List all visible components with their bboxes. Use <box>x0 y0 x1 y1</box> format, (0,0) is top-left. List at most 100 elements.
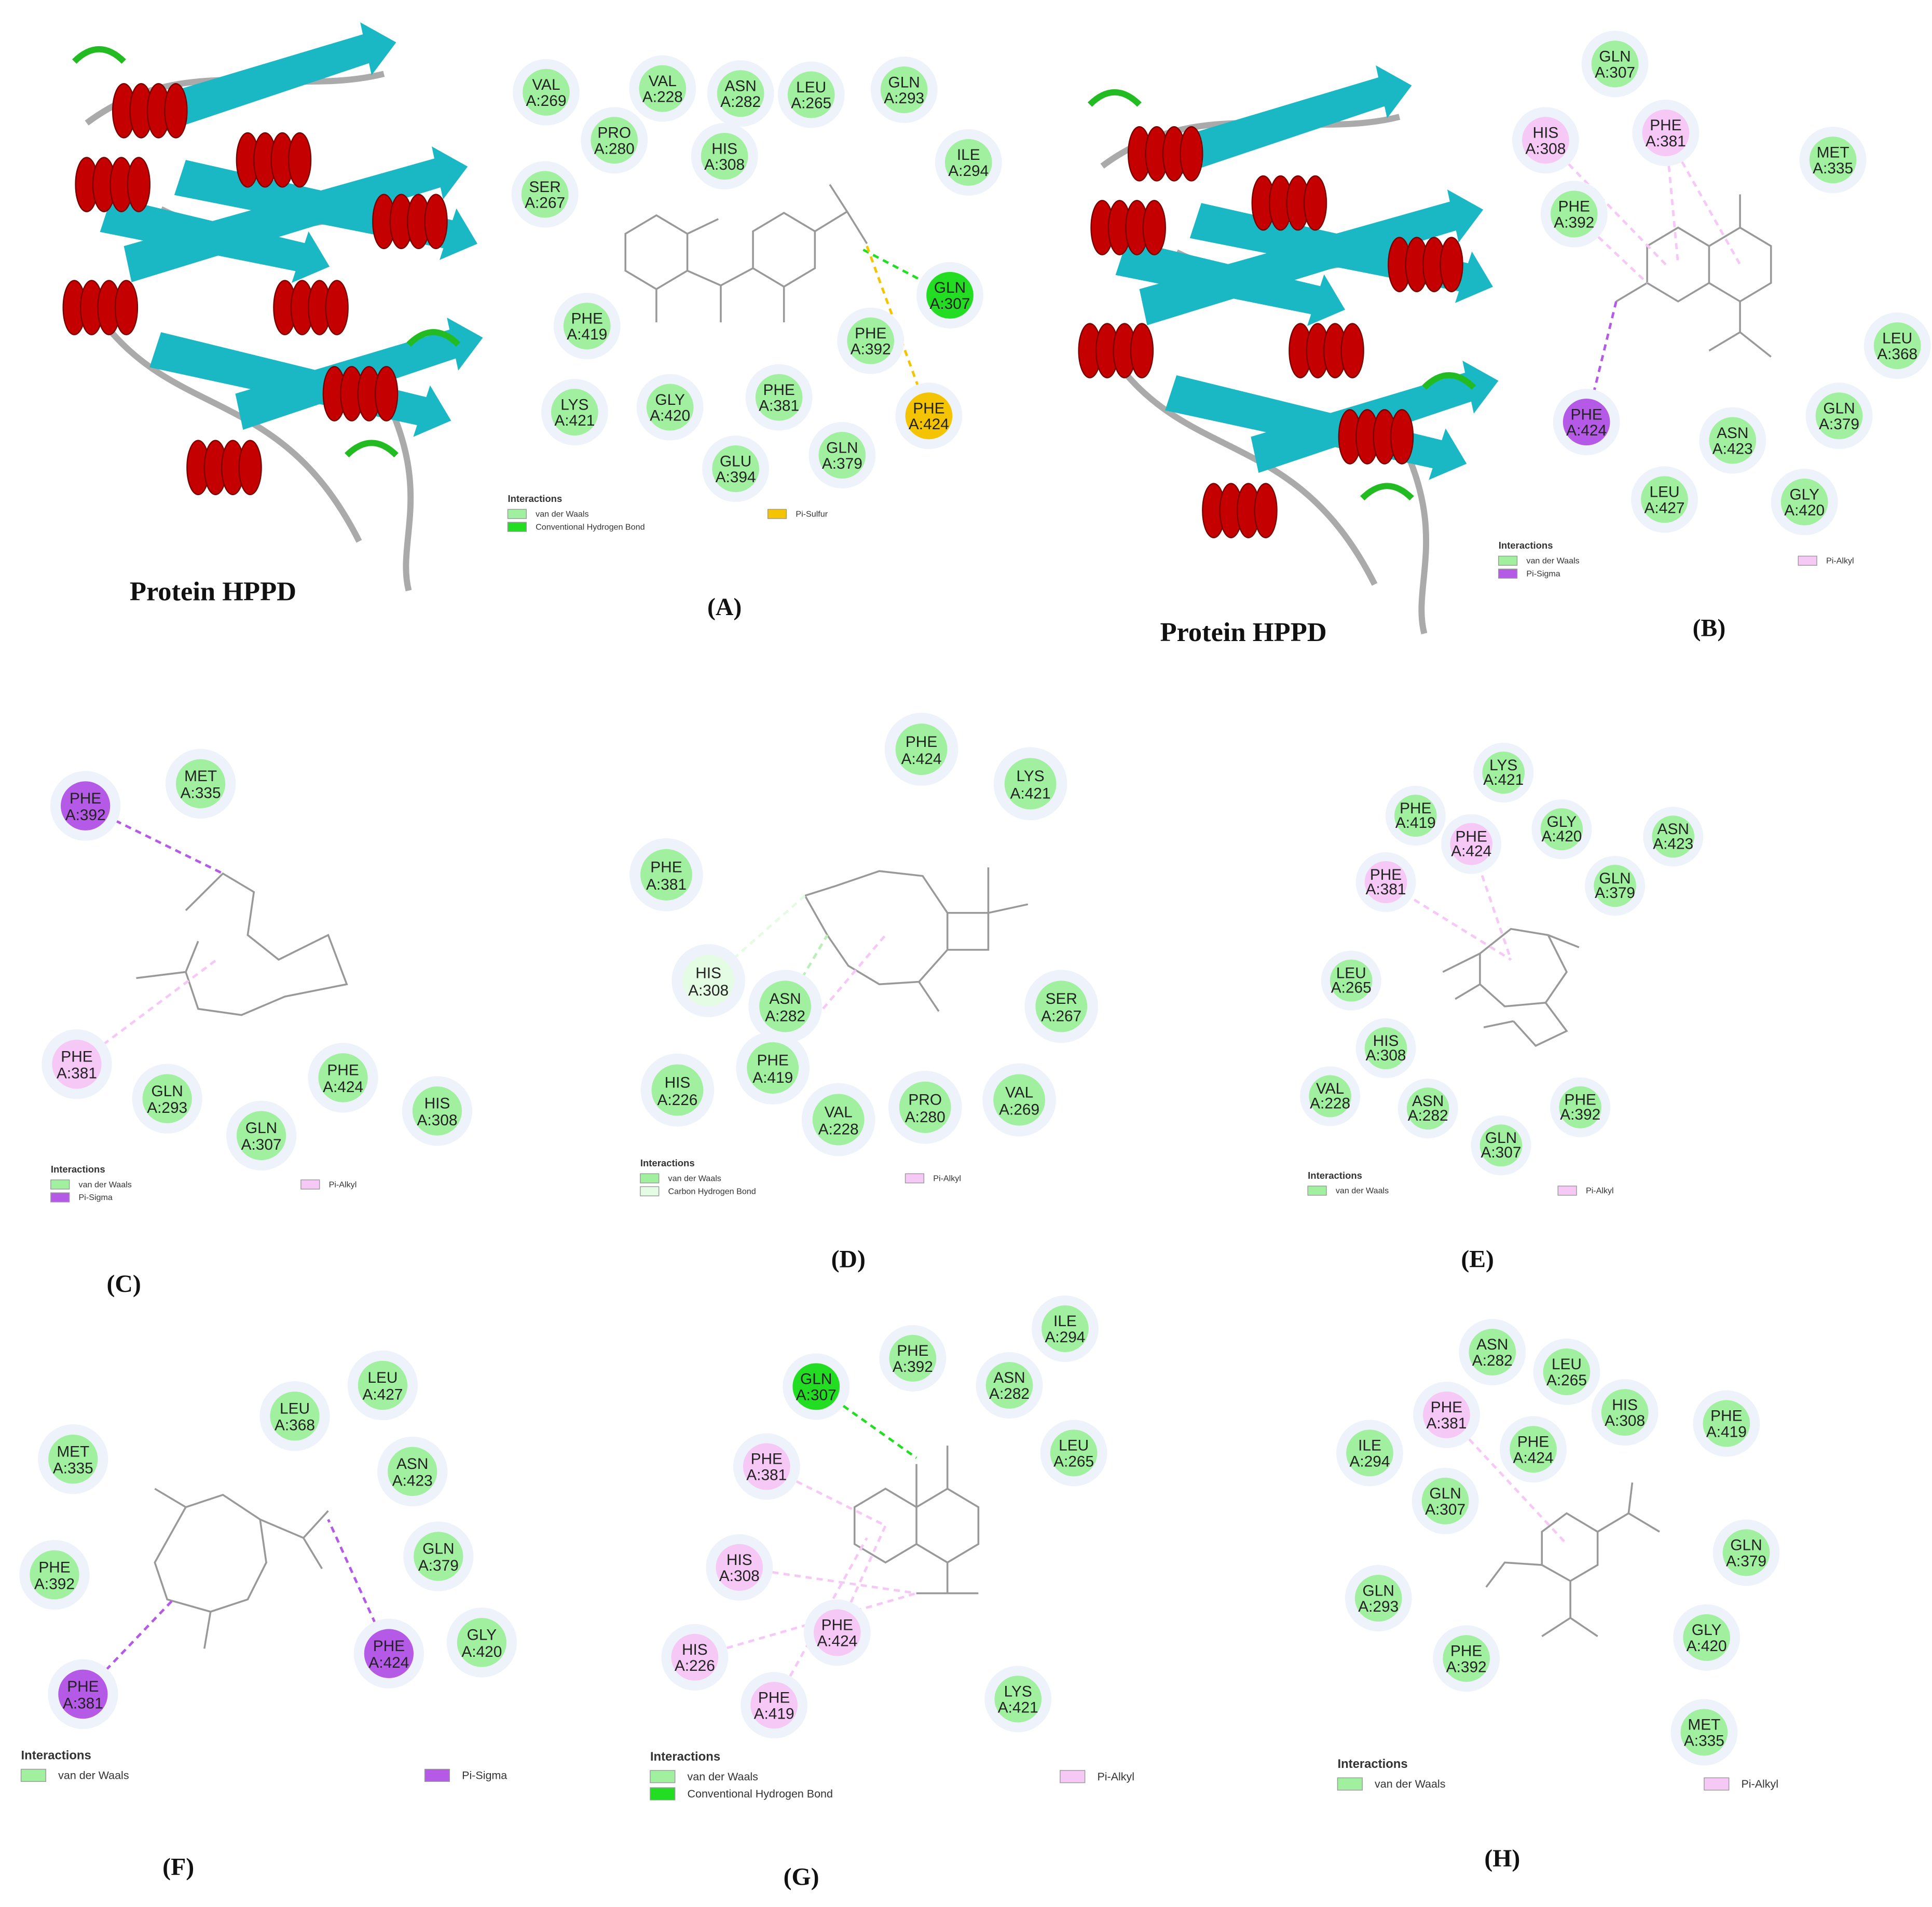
residue-name: ASN <box>1717 425 1748 442</box>
residue-circle <box>1406 1087 1449 1130</box>
legend-label: Pi-Alkyl <box>329 1180 357 1189</box>
residue-id: A:421 <box>1483 771 1524 788</box>
legend-label: Pi-Sigma <box>1526 569 1560 579</box>
residue-name: GLN <box>800 1371 832 1388</box>
ligand-skeleton-1 <box>624 184 868 323</box>
residue-id: A:335 <box>53 1460 93 1477</box>
residue-id: A:307 <box>241 1136 282 1153</box>
residue-name: PHE <box>650 859 682 876</box>
residue-circle <box>1683 1614 1730 1661</box>
legend-swatch-pialkyl <box>1704 1777 1730 1791</box>
residue-circle <box>1873 322 1921 370</box>
residue-name: GLY <box>1789 486 1819 503</box>
legend-swatch-vdw <box>1337 1777 1363 1791</box>
residue-name: VAL <box>649 73 677 90</box>
legend-swatch-cb <box>640 1186 660 1196</box>
legend-label: van der Waals <box>536 510 588 519</box>
residue-id: A:307 <box>796 1387 837 1404</box>
residue-name: VAL <box>532 76 560 93</box>
residue-name: ASN <box>1412 1093 1444 1110</box>
residue-name: PHE <box>1456 828 1487 845</box>
coil <box>109 330 362 543</box>
residue-id: A:424 <box>901 751 942 768</box>
beta-sheet <box>148 22 396 135</box>
residue-id: A:392 <box>65 807 106 824</box>
residue-circle <box>1450 823 1493 865</box>
residue-id: A:420 <box>1687 1638 1727 1655</box>
alpha-helix <box>374 366 399 421</box>
protein-caption-1: Protein HPPD <box>130 577 296 607</box>
residue-circle <box>743 1443 790 1490</box>
residue-id: A:419 <box>754 1705 794 1722</box>
residue-circle <box>58 1669 108 1719</box>
residue-circle <box>1703 1400 1750 1447</box>
residue-name: GLN <box>1363 1582 1394 1599</box>
alpha-helix <box>114 280 139 335</box>
residue-id: A:379 <box>1819 416 1859 433</box>
residue-name: LEU <box>1552 1356 1582 1373</box>
residue-id: A:421 <box>998 1699 1038 1717</box>
residue-circle <box>750 1682 798 1729</box>
residue-name: PHE <box>897 1342 928 1359</box>
residue-id: A:267 <box>1041 1008 1081 1025</box>
legend-label: Pi-Alkyl <box>1097 1770 1134 1783</box>
residue-id: A:421 <box>554 412 595 429</box>
residue-name: PHE <box>61 1048 92 1066</box>
interaction-line <box>773 1537 868 1706</box>
turn <box>1422 372 1476 390</box>
residue-name: GLY <box>655 391 685 408</box>
residue-id: A:228 <box>1310 1095 1350 1112</box>
residue-name: GLN <box>1823 400 1855 417</box>
residue-circle <box>1364 1027 1407 1070</box>
residue-circle <box>1809 137 1857 184</box>
residue-circle <box>388 1447 437 1496</box>
residue-id: A:282 <box>1472 1352 1513 1369</box>
residue-circle <box>1815 392 1863 440</box>
legend-title: Interactions <box>1308 1170 1362 1181</box>
residue-circle <box>1641 476 1688 523</box>
legend-label: Pi-Sigma <box>462 1769 507 1782</box>
residue-name: PHE <box>1517 1434 1549 1451</box>
residue-circle <box>1680 1709 1728 1756</box>
legend-swatch-vdw <box>20 1768 47 1782</box>
residue-circle <box>1780 479 1828 526</box>
residue-circle <box>787 71 835 118</box>
interaction-line <box>739 1566 917 1595</box>
residue-id: A:419 <box>1706 1424 1747 1441</box>
legend-title: Interactions <box>21 1749 91 1763</box>
residue-circle <box>414 1532 463 1581</box>
legend-title: Interactions <box>650 1750 720 1764</box>
residue-id: A:392 <box>34 1575 75 1592</box>
residue-name: HIS <box>1612 1396 1638 1413</box>
ligand-skeleton-4 <box>804 867 1029 1012</box>
residue-name: PRO <box>597 125 631 142</box>
residue-id: A:381 <box>63 1695 103 1712</box>
residue-circle <box>1035 980 1088 1032</box>
residue-name: GLY <box>1692 1622 1722 1639</box>
residue-circle <box>1346 1429 1393 1477</box>
residue-circle <box>1469 1328 1516 1376</box>
residue-circle <box>521 171 569 218</box>
residue-name: GLY <box>1547 813 1577 830</box>
residue-id: A:424 <box>817 1633 857 1650</box>
residue-name: PHE <box>1710 1408 1742 1425</box>
residue-circle <box>1330 959 1373 1002</box>
